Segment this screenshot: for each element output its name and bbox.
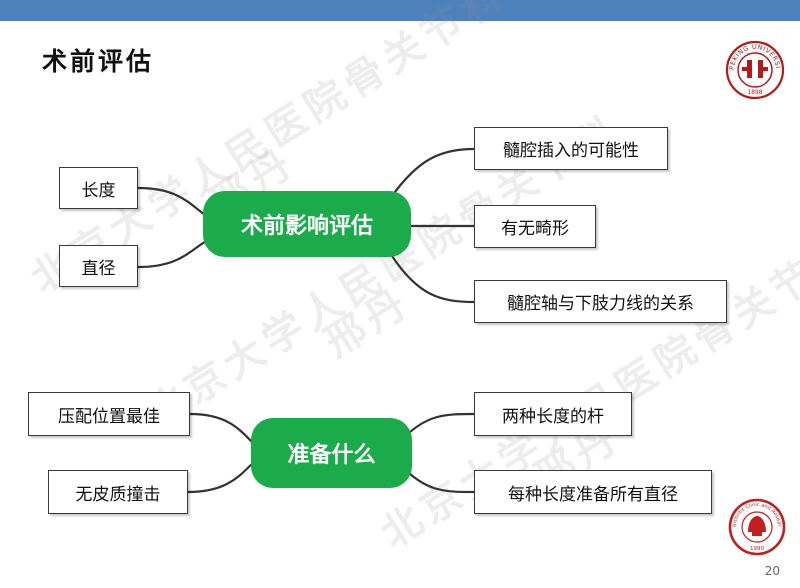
page-number: 20 xyxy=(764,564,780,578)
node-diameter: 直径 xyxy=(59,245,138,287)
top-bar xyxy=(0,0,800,21)
node-no-cortical-impingement: 无皮质撞击 xyxy=(48,470,188,514)
node-two-stem-lengths: 两种长度的杆 xyxy=(474,392,632,436)
node-canal-axis-alignment: 髓腔轴与下肢力线的关系 xyxy=(474,280,727,323)
node-canal-insertion: 髓腔插入的可能性 xyxy=(474,127,668,170)
node-press-fit: 压配位置最佳 xyxy=(28,392,190,436)
node-all-diameters: 每种长度准备所有直径 xyxy=(474,470,712,514)
slide-title: 术前评估 xyxy=(42,47,155,76)
svg-text:1898: 1898 xyxy=(747,89,762,96)
university-seal-logo: PEKING UNIVERSITY 1898 xyxy=(725,40,785,100)
clinic-seal-logo: Arthritis Clinic and Research Center 199… xyxy=(728,498,786,556)
node-length: 长度 xyxy=(59,167,138,209)
node-deformity: 有无畸形 xyxy=(474,205,596,248)
hub-preparation: 准备什么 xyxy=(251,418,412,488)
hub-preoperative-assessment: 术前影响评估 xyxy=(203,191,411,257)
svg-text:1990: 1990 xyxy=(750,546,764,552)
